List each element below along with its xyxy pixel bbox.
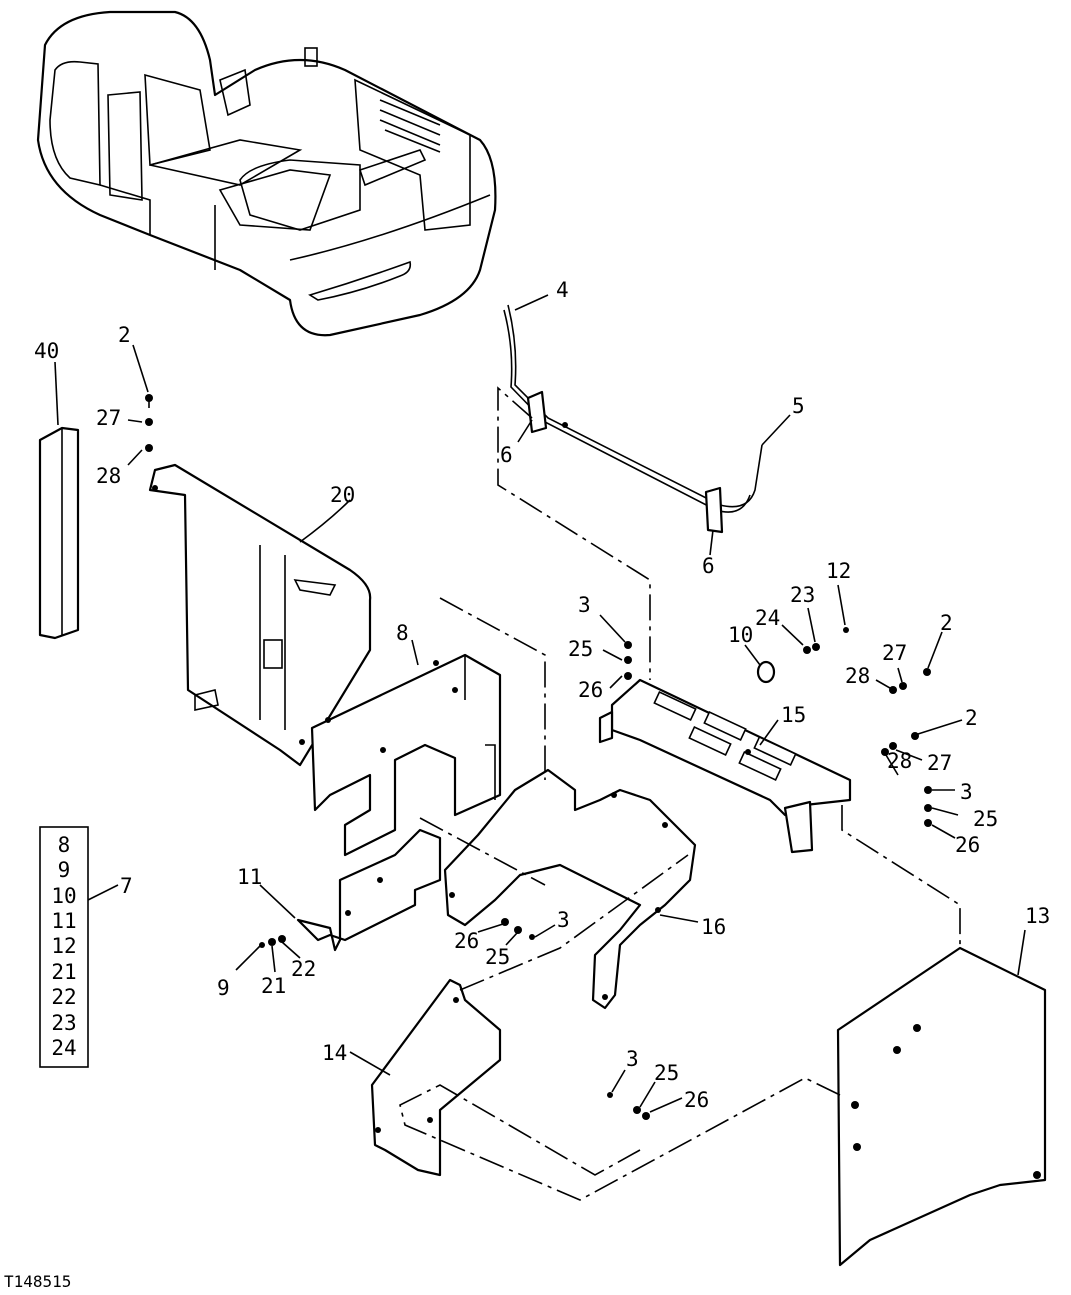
kit-box-label: 7 xyxy=(120,874,133,898)
callout-26-upper: 26 xyxy=(578,678,603,702)
callout-2-top-left: 2 xyxy=(118,323,131,347)
kit-item-3: 11 xyxy=(51,909,76,933)
part-20-cover xyxy=(148,463,372,767)
part-16-support xyxy=(443,768,697,1010)
callout-24: 24 xyxy=(755,606,780,630)
callout-21: 21 xyxy=(261,974,286,998)
kit-item-5: 21 xyxy=(51,960,76,984)
part-11-bracket xyxy=(296,828,442,952)
callout-27-lower-right: 27 xyxy=(927,751,952,775)
callout-40: 40 xyxy=(34,339,59,363)
leader-lines xyxy=(54,294,1026,1113)
kit-item-4: 12 xyxy=(51,934,76,958)
callout-28-top-left: 28 xyxy=(96,464,121,488)
kit-item-0: 8 xyxy=(58,833,71,857)
callout-28-lower-right: 28 xyxy=(887,749,912,773)
callout-26-center: 26 xyxy=(454,929,479,953)
callout-9: 9 xyxy=(217,976,230,1000)
callout-6-upper: 6 xyxy=(500,443,513,467)
callout-5: 5 xyxy=(792,394,805,418)
kit-box-7: 8 9 10 11 12 21 22 23 24 7 xyxy=(39,826,133,1068)
callout-25-right: 25 xyxy=(973,807,998,831)
part-4-5-rod-assembly xyxy=(503,304,763,534)
excavator-overview xyxy=(36,10,497,337)
callout-11: 11 xyxy=(237,865,262,889)
figure-id: T148515 xyxy=(4,1272,71,1291)
assembly-lines xyxy=(399,386,961,1201)
callout-13: 13 xyxy=(1025,904,1050,928)
callout-14: 14 xyxy=(322,1041,347,1065)
part-15-plate xyxy=(598,678,852,854)
part-14-bracket xyxy=(370,978,502,1177)
callout-labels: 40 2 27 28 20 4 5 6 6 3 25 26 10 24 23 1… xyxy=(34,278,1050,1112)
callout-3-bottom: 3 xyxy=(626,1047,639,1071)
callout-20: 20 xyxy=(330,483,355,507)
part-8-bracket xyxy=(310,653,502,857)
callout-10: 10 xyxy=(728,623,753,647)
callout-23: 23 xyxy=(790,583,815,607)
callout-2-lower-right: 2 xyxy=(965,706,978,730)
kit-item-2: 10 xyxy=(51,884,76,908)
callout-25-bottom: 25 xyxy=(654,1061,679,1085)
kit-item-6: 22 xyxy=(51,985,76,1009)
callout-8: 8 xyxy=(396,621,409,645)
callout-15: 15 xyxy=(781,703,806,727)
callout-2-right: 2 xyxy=(940,611,953,635)
kit-item-7: 23 xyxy=(51,1011,76,1035)
callout-4: 4 xyxy=(556,278,569,302)
callout-25-upper: 25 xyxy=(568,637,593,661)
callout-28-right: 28 xyxy=(845,664,870,688)
callout-27-right: 27 xyxy=(882,641,907,665)
callout-26-right: 26 xyxy=(955,833,980,857)
callout-3-upper: 3 xyxy=(578,593,591,617)
part-13-panel xyxy=(836,946,1047,1267)
hardware-bolt-2-top-left xyxy=(145,394,153,452)
callout-6-lower: 6 xyxy=(702,554,715,578)
part-40-pad xyxy=(38,426,80,640)
callout-22: 22 xyxy=(291,957,316,981)
part-10-grommet xyxy=(756,660,776,684)
callout-27-top-left: 27 xyxy=(96,406,121,430)
callout-25-center: 25 xyxy=(485,945,510,969)
kit-item-1: 9 xyxy=(58,858,71,882)
callout-3-right: 3 xyxy=(960,780,973,804)
callout-16: 16 xyxy=(701,915,726,939)
callout-26-bottom: 26 xyxy=(684,1088,709,1112)
callout-3-center: 3 xyxy=(557,908,570,932)
callout-12: 12 xyxy=(826,559,851,583)
kit-item-8: 24 xyxy=(51,1036,76,1060)
